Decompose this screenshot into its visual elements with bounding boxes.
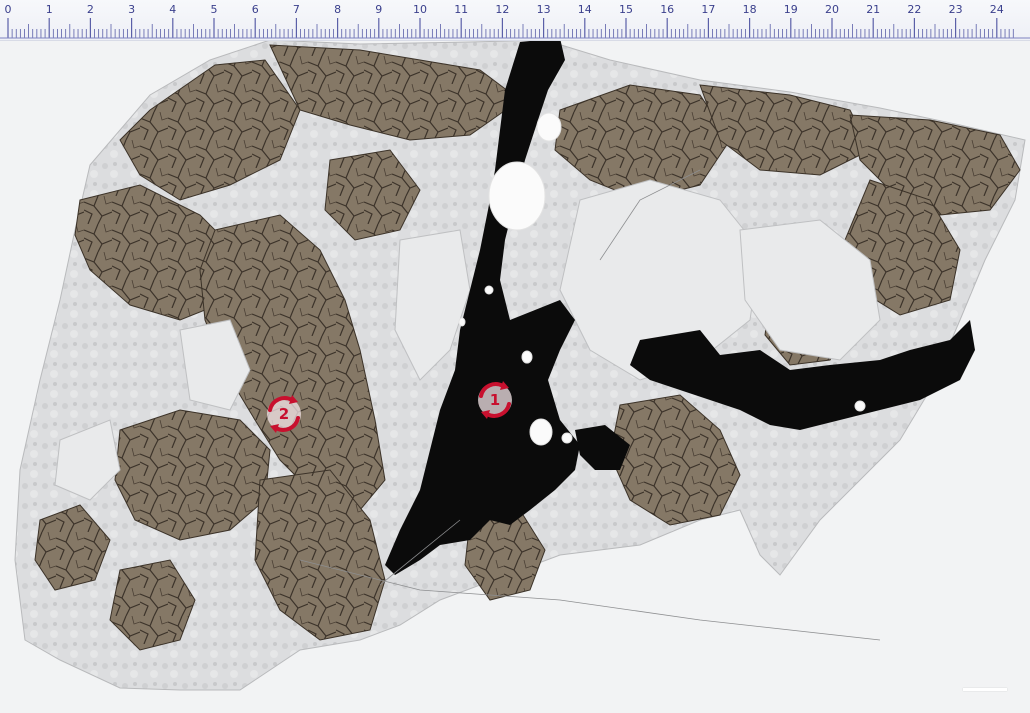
ruler-ticks (0, 18, 1030, 39)
opaque-vein-branch (575, 425, 630, 470)
ruler-label: 11 (454, 3, 469, 16)
ruler-label: 24 (989, 3, 1004, 16)
fractures (299, 169, 881, 641)
ruler-label: 7 (292, 3, 300, 16)
ruler-label: 6 (251, 3, 259, 16)
marker-number: 2 (278, 405, 290, 423)
ruler-label: 8 (334, 3, 342, 16)
opaque-vein-east (630, 320, 975, 430)
ruler-label: 12 (495, 3, 510, 16)
ruler-label: 9 (375, 3, 383, 16)
pale-crystals (54, 179, 881, 501)
ruler-label: 23 (948, 3, 963, 16)
vesicles (458, 112, 866, 446)
ruler-label: 16 (660, 3, 675, 16)
ruler-label: 14 (577, 3, 592, 16)
ruler-label: 4 (169, 3, 177, 16)
ruler-label: 20 (825, 3, 839, 16)
location-marker-1[interactable]: 1 (473, 378, 517, 422)
marker-number: 1 (489, 391, 501, 409)
location-marker-2[interactable]: 2 (262, 392, 306, 436)
ruler-label: 10 (413, 3, 427, 16)
ruler-label: 15 (619, 3, 633, 16)
ruler-label: 2 (86, 3, 94, 16)
opaque-vein (385, 38, 580, 575)
ruler-label: 18 (742, 3, 757, 16)
ruler-label: 22 (907, 3, 922, 16)
ruler-label: 5 (210, 3, 218, 16)
scale-bar (963, 688, 1007, 691)
ruler-label: 0 (4, 3, 12, 16)
ruler-label: 13 (536, 3, 551, 16)
rotate-arrows-icon (267, 395, 301, 433)
ruler-label: 17 (701, 3, 716, 16)
ruler-label: 3 (128, 3, 136, 16)
ruler-label: 21 (866, 3, 881, 16)
rotate-arrows-icon (478, 381, 512, 419)
ruler-label: 19 (783, 3, 798, 16)
ruler-label: 1 (45, 3, 53, 16)
